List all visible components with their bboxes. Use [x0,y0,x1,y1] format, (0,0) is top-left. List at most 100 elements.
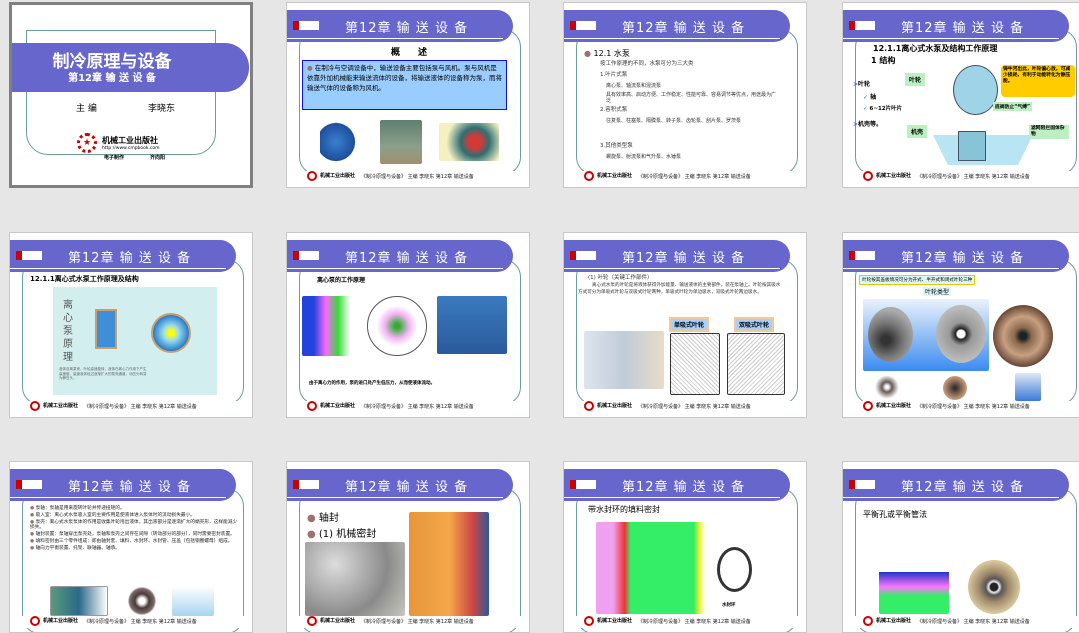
slide-footer: 机械工业出版社 《制冷原理与设备》 主编 李晓东 第12章 输送设备 [843,171,1079,183]
slide-header-title: 第12章 输 送 设 备 [68,480,192,495]
slide-header-title: 第12章 输 送 设 备 [68,251,192,266]
mechanical-seal-photo [305,542,405,616]
slide-footer: 机械工业出版社 《制冷原理与设备》 主编 李晓东 第12章 输送设备 [10,401,252,413]
slide-subheading: 1 结构 [871,56,896,65]
balance-hole-diagram [879,554,949,614]
caption: 液体自离泵壳，叶轮高速旋转，液体在离心力作用下产生高速度，高速液体经过逐渐扩大的… [59,367,147,380]
slide-thumbnail-6[interactable]: 第12章 输 送 设 备 机械工业出版社 《制冷原理与设备》 主编 李晓东 第1… [286,232,530,418]
note-box: 叶轮按其盖板情况可分为开式、半开式和闭式叶轮三种 [859,275,976,285]
bullet-item: (1) 机械密封 [307,525,376,540]
slide-header-title: 第12章 输 送 设 备 [901,21,1025,36]
maker-label: 电子制作 [104,155,125,161]
header-band: 第12章 输 送 设 备 [564,469,790,501]
slide-footer: 机械工业出版社 《制冷原理与设备》 主编 李晓东 第12章 输送设备 [843,616,1079,628]
slide-thumbnail-2[interactable]: 第12章 输 送 设 备 机械工业出版社 《制冷原理与设备》 主编 李晓东 第1… [286,2,530,188]
bullet-item: 泵壳：离心式水泵泵体的作用是收集叶轮甩出液体，其出液部分是逐渐扩大的蜗壳形，这样… [30,520,240,532]
slide-thumbnail-4[interactable]: 第12章 输 送 设 备 机械工业出版社 《制冷原理与设备》 主编 李晓东 第1… [842,2,1079,188]
callout-note: 铸牛河出此，叶轮偏心放，可减少损耗，有利于动能转化为静压能。 [1001,65,1075,97]
publisher-name: 机械工业出版社 [102,136,158,145]
footer-publisher: 机械工业出版社 [43,618,79,624]
list-item: >叶轮 [853,81,871,88]
bullet-item: 2.容积式泵 [600,107,628,113]
paragraph: 离心式水泵的叶轮是将液体获得外加能量、输送液体的主要部件，装在泵轴上。叶轮按其吸… [578,283,781,295]
header-logo-icon [16,251,42,260]
slide-heading: 带水封环的填料密封 [588,505,660,514]
header-band: 第12章 输 送 设 备 [564,240,790,272]
title-band: 制冷原理与设备 第12章 输 送 设 备 [12,43,249,92]
bullet-item: 3.其他类型泵 [600,143,633,149]
impeller-diagram [151,313,191,353]
bullet-item: 填料密封由三个零件组成：即由轴封套、填料、水封环、水封管、压盖（包括钢圈螺母）组… [30,539,240,545]
pump-section-image [584,331,664,389]
bullet-item: 螺旋泵、射流泵和气升泵、水锤泵 [606,154,682,160]
footer-logo-icon [584,616,594,626]
slide-thumbnail-8[interactable]: 第12章 输 送 设 备 机械工业出版社 《制冷原理与设备》 主编 李晓东 第1… [842,232,1079,418]
pump-casing-diagram [953,65,998,115]
double-suction-impeller-diagram [727,333,785,395]
footer-text: 《制冷原理与设备》 主编 李晓东 第12章 输送设备 [917,619,1030,625]
slide-thumbnail-5[interactable]: 第12章 输 送 设 备 机械工业出版社 《制冷原理与设备》 主编 李晓东 第1… [9,232,253,418]
footer-publisher: 机械工业出版社 [320,403,356,409]
open-impeller-photo [875,375,899,399]
footer-logo-icon [863,616,873,626]
header-logo-icon [570,251,596,260]
bullet-item: 泵轴：泵轴是用来旋转叶轮并传递扭矩的。 [30,506,240,512]
footer-publisher: 机械工业出版社 [876,173,912,179]
header-logo-icon [849,251,875,260]
footer-publisher: 机械工业出版社 [597,403,633,409]
overview-textbox: ● 在制冷与空调设备中，输送设备主要包括泵与风机。泵与风机是依靠外加机械能来输送… [302,60,507,110]
footer-text: 《制冷原理与设备》 主编 李晓东 第12章 输送设备 [917,404,1030,410]
slide-thumbnail-7[interactable]: 第12章 输 送 设 备 机械工业出版社 《制冷原理与设备》 主编 李晓东 第1… [563,232,807,418]
closed-impeller-photo [993,305,1053,367]
slide-footer: 机械工业出版社 《制冷原理与设备》 主编 李晓东 第12章 输送设备 [564,171,806,183]
footer-logo-icon [307,171,317,181]
editor-label: 主 编 [76,104,97,114]
slide-thumbnail-3[interactable]: 第12章 输 送 设 备 机械工业出版社 《制冷原理与设备》 主编 李晓东 第1… [563,2,807,188]
header-band: 第12章 输 送 设 备 [843,240,1069,272]
slide-heading: 平衡孔或平衡管法 [863,510,927,519]
header-logo-icon [293,480,319,489]
slide-thumbnail-11[interactable]: 第12章 输 送 设 备 机械工业出版社 《制冷原理与设备》 主编 李晓东 第1… [563,461,807,633]
slide-thumbnail-10[interactable]: 第12章 输 送 设 备 机械工业出版社 《制冷原理与设备》 主编 李晓东 第1… [286,461,530,633]
single-suction-impeller-diagram [670,333,720,395]
slide-heading: 离心泵的工作原理 [317,277,366,284]
slide-heading: 12.1.1离心式水泵工作原理及结构 [30,275,139,283]
slide-footer: 机械工业出版社 《制冷原理与设备》 主编 李晓东 第12章 输送设备 [843,401,1079,413]
footer-text: 《制冷原理与设备》 主编 李晓东 第12章 输送设备 [917,174,1030,180]
footer-text: 《制冷原理与设备》 主编 李晓东 第12章 输送设备 [84,404,197,410]
footer-logo-icon [307,616,317,626]
slide-footer: 机械工业出版社 《制冷原理与设备》 主编 李晓东 第12章 输送设备 [564,616,806,628]
slide-thumbnail-1[interactable]: 制冷原理与设备 第12章 输 送 设 备 主 编 李晓东 ★ 机械工业出版社 h… [9,2,253,188]
list-item: >机壳等。 [853,121,883,128]
fan-image [439,123,499,161]
slide-footer: 机械工业出版社 《制冷原理与设备》 主编 李晓东 第12章 输送设备 [287,171,529,183]
footer-logo-icon [30,401,40,411]
footer-text: 《制冷原理与设备》 主编 李晓东 第12章 输送设备 [361,404,474,410]
slide-thumbnail-12[interactable]: 第12章 输 送 设 备 机械工业出版社 《制冷原理与设备》 主编 李晓东 第1… [842,461,1079,633]
slide-heading: (1) 叶轮（关键工作部件） [588,275,653,281]
header-band: 第12章 输 送 设 备 [843,469,1069,501]
packing-seal-diagram [596,522,711,614]
editor-name: 李晓东 [148,104,176,114]
presentation-subtitle: 第12章 输 送 设 备 [68,73,156,84]
slide-heading: 概 述 [390,48,427,58]
frame [26,30,216,155]
bullet-item: 轴向力平衡装置、托架、联轴器、轴承。 [30,546,240,552]
footer-publisher: 机械工业出版社 [597,173,633,179]
header-logo-icon [16,480,42,489]
bullet-item: 具有效率高、启动方便、工作稳定、性能可靠、容易调节等优点，用途最为广泛 [606,92,777,104]
header-band: 第12章 输 送 设 备 [287,469,513,501]
water-seal-ring-diagram [717,547,752,592]
footer-publisher: 机械工业出版社 [597,618,633,624]
header-band: 第12章 输 送 设 备 [564,10,790,42]
water-seal-ring-label: 水封环 [722,603,736,608]
bullet-item: 离心泵、轴流泵和混流泵 [606,83,662,89]
caption: 由于离心力的作用，泵的进口处产生低压力，从而使液体流动。 [309,381,435,386]
footer-publisher: 机械工业出版社 [876,618,912,624]
overview-text: 在制冷与空调设备中，输送设备主要包括泵与风机。泵与风机是依靠外加机械能来输送流体… [307,64,502,92]
header-logo-icon [293,21,319,30]
slide-thumbnail-9[interactable]: 第12章 输 送 设 备 机械工业出版社 《制冷原理与设备》 主编 李晓东 第1… [9,461,253,633]
footer-publisher: 机械工业出版社 [43,403,79,409]
header-band: 第12章 输 送 设 备 [287,10,513,42]
footer-text: 《制冷原理与设备》 主编 李晓东 第12章 输送设备 [361,174,474,180]
